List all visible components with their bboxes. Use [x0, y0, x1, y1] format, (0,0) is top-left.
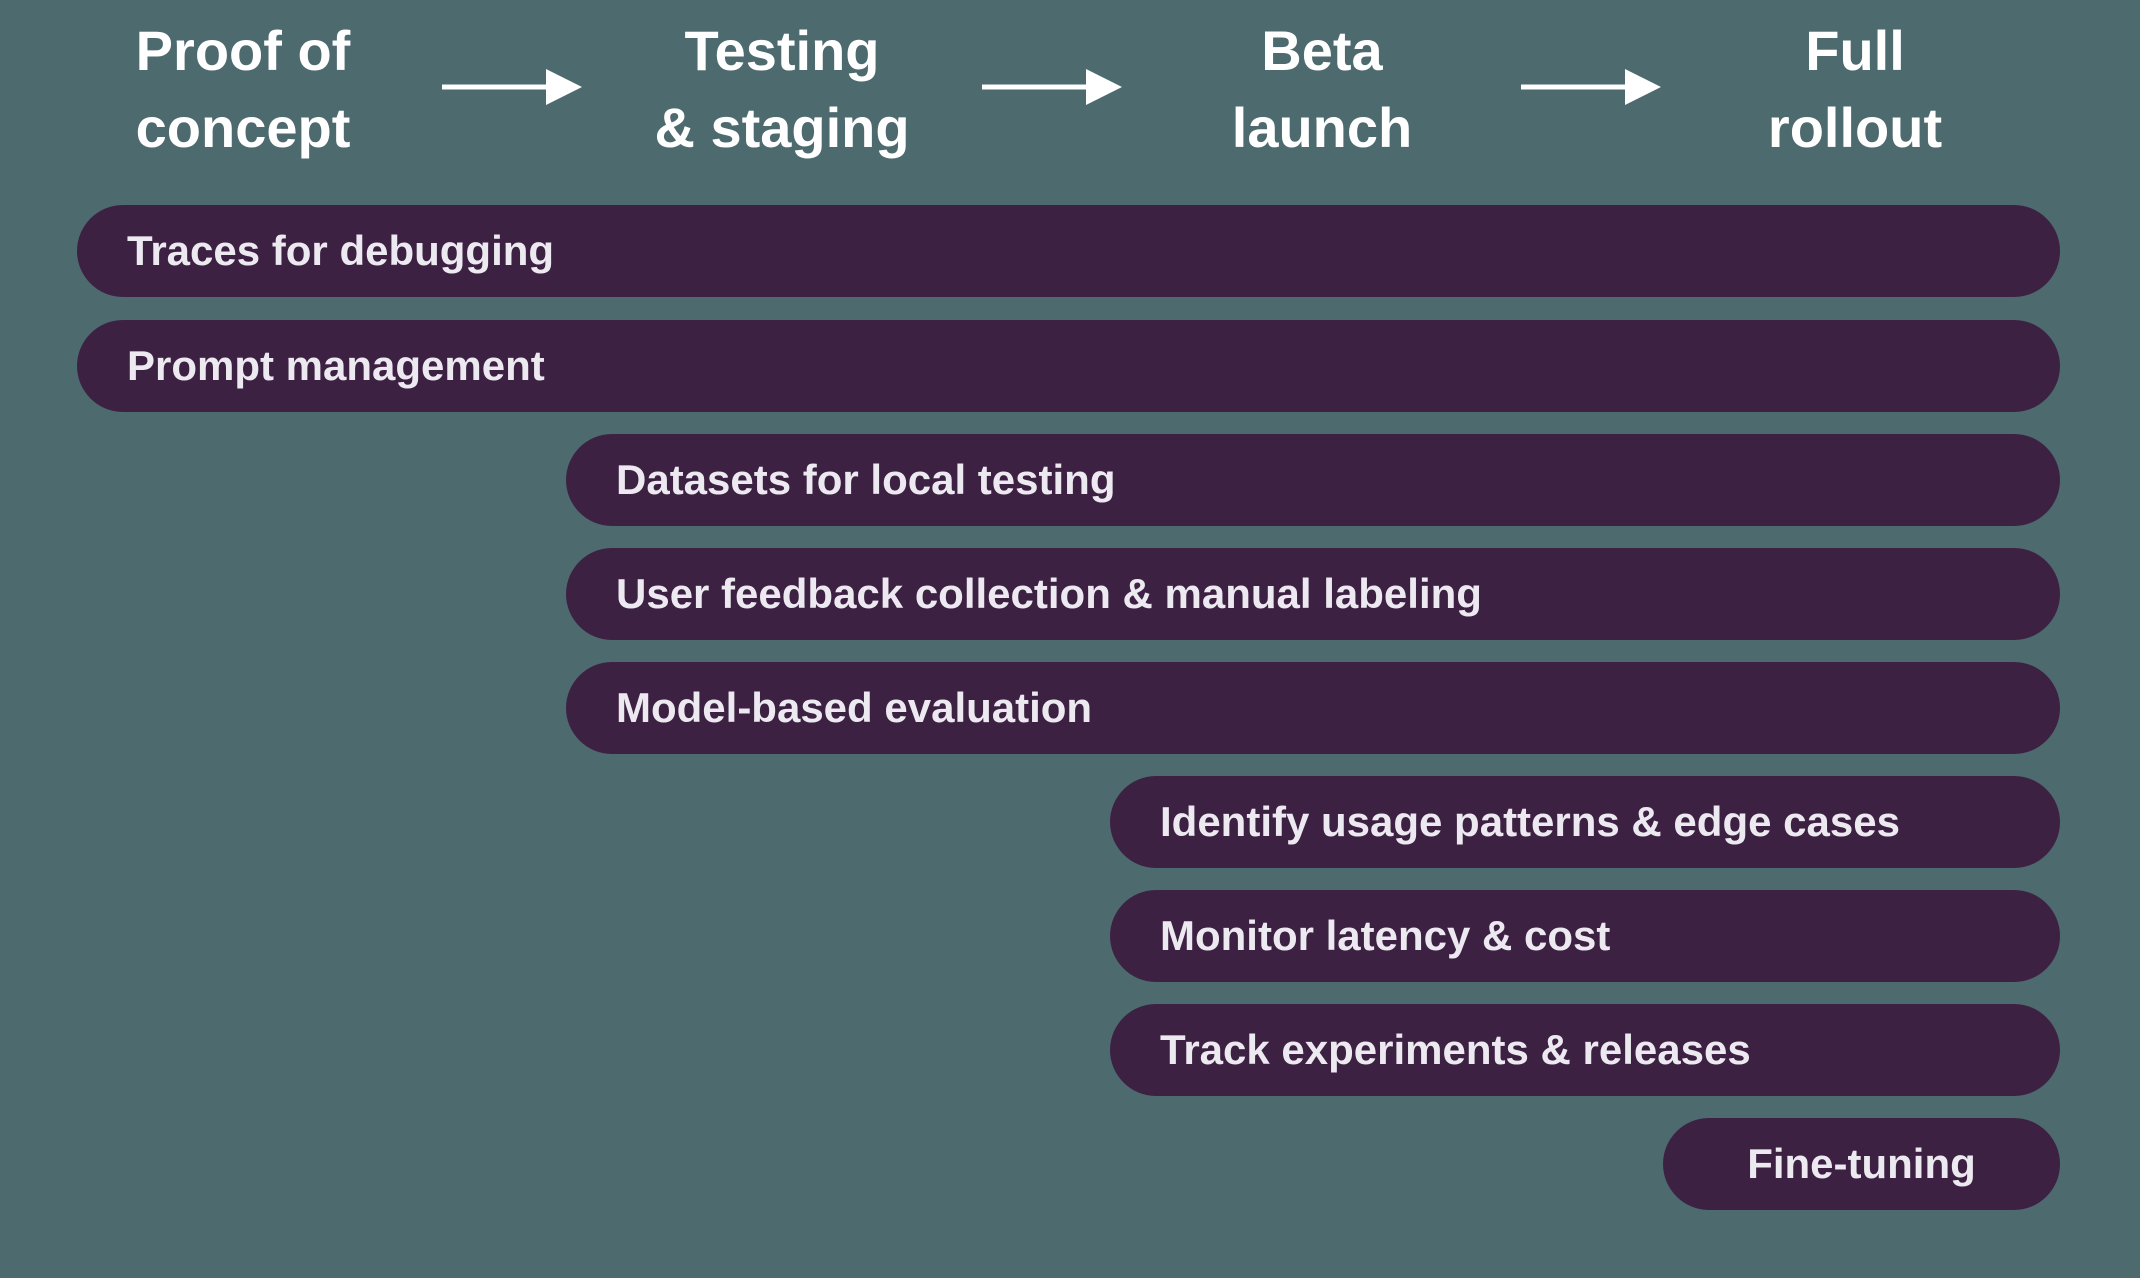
bar-label: User feedback collection & manual labeli…: [616, 570, 1482, 617]
stage-label-proof-of-concept: Proof of concept: [136, 12, 351, 167]
bar-label: Monitor latency & cost: [1160, 912, 1611, 959]
bar-label: Fine-tuning: [1747, 1140, 1976, 1187]
stage-label-full-rollout: Full rollout: [1768, 12, 1942, 167]
right-arrow-icon: [1521, 69, 1661, 105]
bar-model-based-evaluation: Model-based evaluation: [566, 662, 2060, 754]
bar-datasets-for-local-testing: Datasets for local testing: [566, 434, 2060, 526]
bar-user-feedback-collection: User feedback collection & manual labeli…: [566, 548, 2060, 640]
stage-label-line: & staging: [654, 96, 910, 160]
bar-identify-usage-patterns: Identify usage patterns & edge cases: [1110, 776, 2060, 868]
stage-label-line: launch: [1231, 96, 1413, 160]
bar-label: Traces for debugging: [127, 227, 555, 274]
stage-label-line: concept: [135, 96, 351, 160]
stage-label-line: Beta: [1261, 19, 1383, 82]
bar-label: Identify usage patterns & edge cases: [1160, 798, 1900, 845]
bar-label: Model-based evaluation: [616, 684, 1093, 731]
bar-label: Datasets for local testing: [616, 456, 1116, 503]
bar-fine-tuning: Fine-tuning: [1663, 1118, 2060, 1210]
right-arrow-icon: [442, 69, 582, 105]
right-arrow-icon: [982, 69, 1122, 105]
stage-label-beta-launch: Beta launch: [1232, 12, 1412, 167]
stage-label-line: rollout: [1767, 96, 1943, 160]
bar-label: Track experiments & releases: [1160, 1026, 1751, 1073]
stage-label-line: Full: [1805, 19, 1905, 82]
bar-monitor-latency-cost: Monitor latency & cost: [1110, 890, 2060, 982]
bar-label: Prompt management: [127, 342, 545, 389]
bar-prompt-management: Prompt management: [77, 320, 2060, 412]
bar-traces-for-debugging: Traces for debugging: [77, 205, 2060, 297]
stage-label-line: Testing: [684, 19, 880, 82]
bar-track-experiments-releases: Track experiments & releases: [1110, 1004, 2060, 1096]
stage-label-line: Proof of: [135, 19, 351, 82]
stage-label-testing-staging: Testing & staging: [654, 12, 909, 167]
